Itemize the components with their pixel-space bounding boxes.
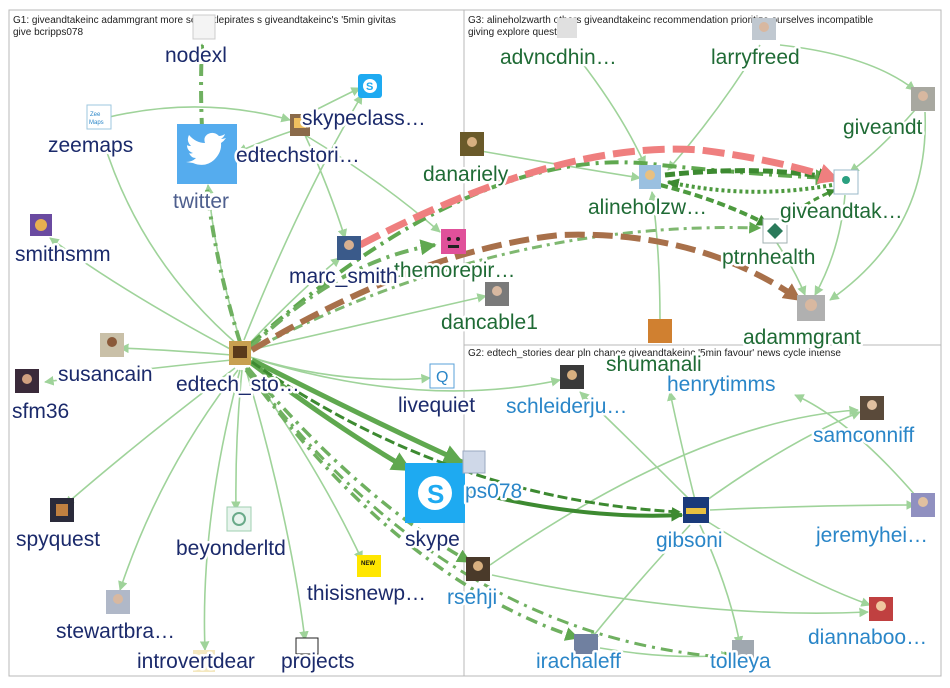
- node-label-henrytimms[interactable]: henrytimms: [667, 373, 776, 396]
- node-label-adammgrant[interactable]: adammgrant: [743, 326, 861, 349]
- larryfreed-face-icon: [759, 22, 769, 32]
- node-label-samconniff[interactable]: samconniff: [813, 424, 914, 447]
- pink-monster-eye-left-icon: [447, 237, 451, 241]
- node-label-edtechstori[interactable]: edtechstori…: [236, 144, 360, 167]
- node-label-beyonderltd[interactable]: beyonderltd: [176, 537, 286, 560]
- alineholzw-face-icon: [645, 170, 655, 180]
- jeremyhei-face-icon: [918, 497, 928, 507]
- edge-gibsoni-to-jeremyhei: [710, 505, 915, 510]
- node-label-skypeclass[interactable]: skypeclass…: [302, 107, 426, 130]
- marc-smith-face-icon: [344, 240, 354, 250]
- studio-logo-band-icon: [686, 508, 706, 514]
- node-label-alineholzw[interactable]: alineholzw…: [588, 196, 707, 219]
- node-label-advncdhin[interactable]: advncdhin…: [500, 46, 617, 69]
- new-badge-text-icon: NEW: [361, 561, 375, 567]
- rsehji-face-icon: [473, 561, 483, 571]
- node-label-rsehji[interactable]: rsehji: [447, 586, 497, 609]
- schleiderju-face-icon: [567, 370, 577, 380]
- group-g3-description-line2: giving explore question: [468, 27, 570, 38]
- diannaboo-face-icon: [876, 601, 886, 611]
- node-label-giveandt[interactable]: giveandt: [843, 116, 923, 139]
- danariely-face-icon: [467, 137, 477, 147]
- skype-logo-glyph-icon: S: [427, 479, 444, 509]
- dancable1-face-icon: [492, 286, 502, 296]
- samconniff-face-icon: [867, 400, 877, 410]
- q-logo-glyph-icon: Q: [436, 369, 448, 386]
- node-label-irachaleff[interactable]: irachaleff: [536, 650, 621, 673]
- node-label-ptrnhealth[interactable]: ptrnhealth: [722, 246, 815, 269]
- node-label-larryfreed[interactable]: larryfreed: [711, 46, 800, 69]
- node-label-projects[interactable]: projects: [281, 650, 355, 673]
- node-label-thisisnewp[interactable]: thisisnewp…: [307, 582, 426, 605]
- node-label-marc-smith[interactable]: marc_smith: [289, 265, 398, 288]
- node-label-schleiderju[interactable]: schleiderju…: [506, 395, 627, 418]
- edge-larryfreed-to-giveandt: [780, 45, 915, 90]
- node-label-edtech-sto[interactable]: edtech_sto…: [176, 373, 300, 396]
- shumanali-photo-icon: [648, 319, 672, 343]
- skype-small-glyph-icon: S: [366, 81, 373, 93]
- beyonderltd-logo-icon: [227, 507, 251, 531]
- node-label-nodexl[interactable]: nodexl: [165, 44, 227, 67]
- smithsmm-photo-detail-icon: [35, 219, 47, 231]
- node-label-themorepir[interactable]: themorepir…: [394, 259, 515, 282]
- node-label-danariely[interactable]: danariely: [423, 163, 509, 186]
- node-label-diannaboo[interactable]: diannaboo…: [808, 626, 927, 649]
- stewartbra-face-icon: [113, 594, 123, 604]
- sfm36-face-icon: [22, 374, 32, 384]
- group-g1-description-line2: give bcripps078: [13, 27, 83, 38]
- edge-zeemaps-to-edtechstori: [105, 107, 290, 120]
- node-label-jeremyhei[interactable]: jeremyhei…: [815, 524, 928, 547]
- giveandt-face-icon: [918, 91, 928, 101]
- spyquest-photo-detail-icon: [56, 504, 68, 516]
- node-label-smithsmm[interactable]: smithsmm: [15, 243, 111, 266]
- node-label-skype[interactable]: skype: [405, 528, 460, 551]
- edtech-sto-photo-detail-icon: [233, 346, 247, 358]
- node-label-stewartbra[interactable]: stewartbra…: [56, 620, 175, 643]
- zeemaps-logo-text2-icon: Maps: [89, 120, 104, 126]
- node-label-gibsoni[interactable]: gibsoni: [656, 529, 723, 552]
- edge-edtech-to-projects: [246, 370, 305, 640]
- edge-giveandtak-to-alineholzw: [668, 182, 832, 192]
- node-label-twitter[interactable]: twitter: [173, 190, 229, 213]
- node-label-livequiet[interactable]: livequiet: [398, 394, 475, 417]
- node-label-introvertdear[interactable]: introvertdear: [137, 650, 255, 673]
- nodexl-avatar-icon: [193, 15, 215, 39]
- susancain-face-icon: [107, 337, 117, 347]
- node-label-spyquest[interactable]: spyquest: [16, 528, 100, 551]
- node-label-giveandtak[interactable]: giveandtak…: [780, 200, 903, 223]
- pink-monster-eye-right-icon: [456, 237, 460, 241]
- node-label-sfm36[interactable]: sfm36: [12, 400, 69, 423]
- adammgrant-face-icon: [805, 299, 817, 311]
- giveandtake-logo-mark-icon: [842, 176, 850, 184]
- pink-monster-icon: [441, 229, 466, 254]
- bcripps-photo-icon: [463, 451, 485, 473]
- zeemaps-logo-text-icon: Zee: [90, 112, 101, 118]
- node-label-zeemaps[interactable]: zeemaps: [48, 134, 133, 157]
- node-label-bcripps[interactable]: ps078: [465, 480, 522, 503]
- node-label-tolleya[interactable]: tolleya: [710, 650, 771, 673]
- group-g3-description: G3: alineholzwarth others giveandtakeinc…: [468, 15, 874, 26]
- node-label-dancable1[interactable]: dancable1: [441, 311, 538, 334]
- pink-monster-mouth-icon: [448, 245, 459, 248]
- node-label-susancain[interactable]: susancain: [58, 363, 153, 386]
- edge-edtech-to-susancain: [120, 348, 232, 355]
- advncdhin-photo-icon: [557, 18, 577, 38]
